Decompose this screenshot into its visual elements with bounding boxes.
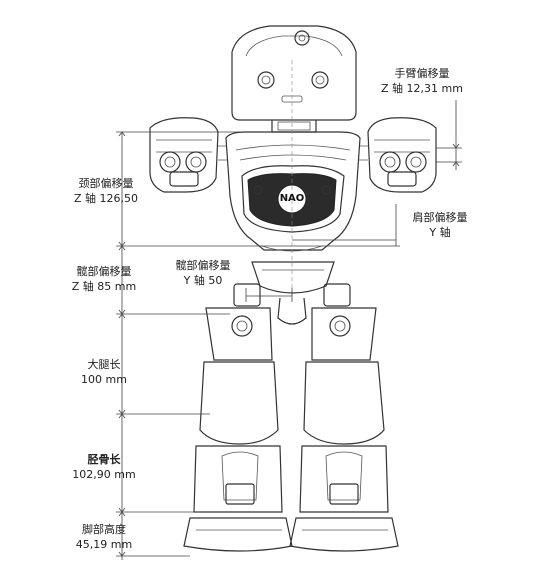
- hip-offset-y-value: Y 轴 50: [183, 274, 223, 287]
- tibia-length-label: 胫骨长 102,90 mm: [62, 452, 146, 482]
- neck-offset-label: 颈部偏移量 Z 轴 126,50: [54, 176, 158, 206]
- arm-offset-name: 手臂偏移量: [394, 67, 450, 80]
- hip-offset-z-name: 髋部偏移量: [76, 265, 132, 278]
- shoulder-offset-label: 肩部偏移量 Y 轴: [398, 210, 482, 240]
- neck-offset-name: 颈部偏移量: [78, 177, 134, 190]
- foot-height-name: 脚部高度: [82, 523, 126, 536]
- nao-logo: NAO: [279, 193, 305, 204]
- arm-offset-value: Z 轴 12,31 mm: [381, 82, 463, 95]
- robot-head: [231, 25, 357, 133]
- robot-left-leg: [183, 283, 293, 552]
- thigh-length-value: 100 mm: [81, 373, 127, 386]
- tibia-length-value: 102,90 mm: [72, 468, 136, 481]
- robot-left-arm: [149, 117, 228, 193]
- hip-offset-y-label: 髋部偏移量 Y 轴 50: [160, 258, 246, 288]
- shoulder-offset-value: Y 轴: [429, 226, 451, 239]
- neck-offset-value: Z 轴 126,50: [73, 192, 139, 205]
- hip-offset-z-value: Z 轴 85 mm: [71, 280, 137, 293]
- robot-right-leg: [289, 283, 399, 552]
- robot-torso: [225, 131, 361, 325]
- tibia-length-name: 胫骨长: [87, 453, 121, 466]
- shoulder-offset-name: 肩部偏移量: [412, 211, 468, 224]
- robot-right-arm: [358, 117, 437, 193]
- thigh-length-name: 大腿长: [87, 358, 121, 371]
- hip-offset-y-name: 髋部偏移量: [175, 259, 231, 272]
- dimension-lines: [116, 100, 462, 560]
- thigh-length-label: 大腿长 100 mm: [68, 357, 140, 387]
- foot-height-label: 脚部高度 45,19 mm: [62, 522, 146, 552]
- hip-offset-z-label: 髋部偏移量 Z 轴 85 mm: [60, 264, 148, 294]
- arm-offset-label: 手臂偏移量 Z 轴 12,31 mm: [374, 66, 470, 96]
- foot-height-value: 45,19 mm: [75, 538, 133, 551]
